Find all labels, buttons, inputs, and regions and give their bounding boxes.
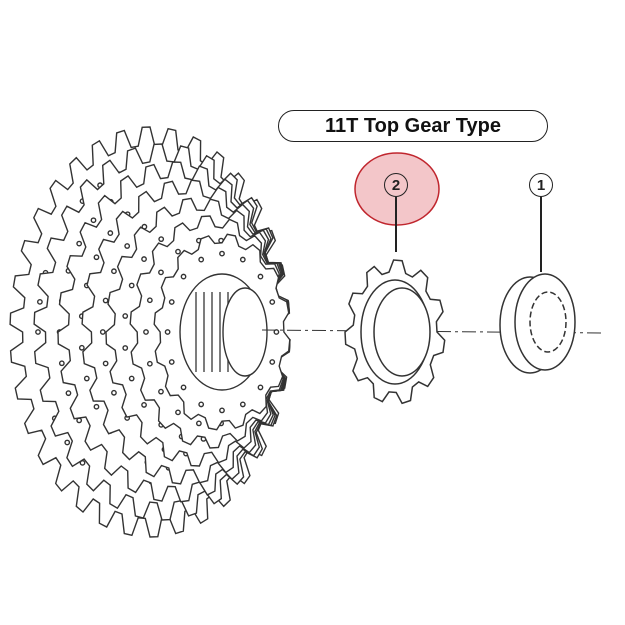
sprocket-hole bbox=[64, 439, 71, 446]
sprocket-hole bbox=[175, 248, 181, 255]
sprocket-hole bbox=[269, 359, 276, 365]
sprocket-hole bbox=[168, 359, 175, 365]
sprocket-hole bbox=[128, 282, 135, 289]
sprocket-hole bbox=[180, 384, 187, 391]
title-label: 11T Top Gear Type bbox=[278, 110, 548, 142]
sprocket-hole bbox=[273, 329, 280, 335]
sprocket-hole bbox=[158, 388, 164, 395]
sprocket-hole bbox=[146, 360, 153, 367]
sprocket-hole bbox=[76, 240, 83, 247]
callout-2[interactable]: 2 bbox=[384, 173, 408, 197]
sprocket-hole bbox=[198, 256, 205, 263]
sprocket-hole bbox=[102, 297, 109, 304]
sprocket-hole bbox=[239, 401, 246, 408]
sprocket-hole bbox=[257, 384, 264, 391]
sprocket-hole bbox=[198, 401, 205, 408]
sprocket-hole bbox=[219, 250, 225, 257]
sprocket-hole bbox=[99, 329, 106, 335]
sprocket-hole bbox=[93, 403, 100, 410]
sprocket-hole bbox=[93, 254, 100, 261]
sprocket-hole bbox=[37, 298, 43, 305]
top-gear-11t bbox=[344, 259, 446, 405]
sprocket-hole bbox=[168, 299, 175, 305]
callout-1[interactable]: 1 bbox=[529, 173, 553, 197]
sprocket-hole bbox=[195, 420, 202, 427]
sprocket-hole bbox=[141, 256, 147, 262]
sprocket-hole bbox=[65, 390, 72, 397]
sprocket-hole bbox=[78, 344, 85, 351]
sprocket-hole bbox=[58, 360, 65, 367]
sprocket-hole bbox=[35, 329, 41, 335]
sprocket-hole bbox=[124, 243, 131, 249]
sprocket-hole bbox=[239, 256, 246, 263]
sprocket-hole bbox=[158, 269, 164, 276]
sprocket-hole bbox=[128, 375, 135, 382]
sprocket-hole bbox=[111, 268, 117, 275]
sprocket-hole bbox=[90, 217, 97, 224]
sprocket-hole bbox=[102, 360, 109, 367]
sprocket-hole bbox=[122, 345, 129, 351]
hub-face bbox=[222, 287, 268, 377]
lockring-tool-splines bbox=[529, 291, 567, 353]
sprocket-cassette bbox=[9, 126, 291, 538]
sprocket-hole bbox=[83, 375, 90, 382]
sprocket-hole bbox=[180, 273, 187, 280]
sprocket-hole bbox=[269, 299, 276, 305]
sprocket-hole bbox=[257, 273, 264, 280]
top-gear-spline-bore bbox=[373, 287, 431, 377]
sprocket-hole bbox=[175, 409, 181, 416]
sprocket-hole bbox=[158, 236, 165, 243]
sprocket-hole bbox=[141, 402, 147, 408]
sprocket-hole bbox=[164, 329, 171, 335]
sprocket-hole bbox=[111, 389, 117, 396]
sprocket-hole bbox=[219, 407, 225, 414]
sprocket-hole bbox=[107, 230, 114, 236]
sprocket-hole bbox=[146, 297, 153, 304]
sprocket-hole bbox=[143, 329, 149, 335]
lockring bbox=[499, 273, 576, 374]
sprocket-hole bbox=[122, 313, 129, 319]
